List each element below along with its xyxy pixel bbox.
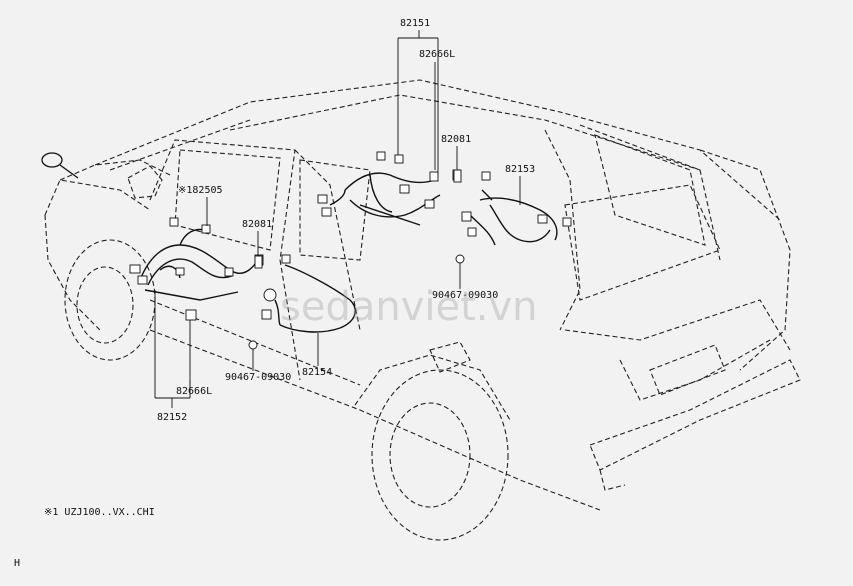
clamp-82081-right — [453, 169, 462, 183]
label-82081-left: 82081 — [242, 219, 272, 230]
label-82154: 82154 — [302, 367, 332, 378]
label-82081-right: 82081 — [441, 134, 471, 145]
footnote: ※1 UZJ100..VX..CHI — [44, 507, 155, 518]
corner-mark: H — [14, 558, 20, 569]
label-82151: 82151 — [400, 18, 430, 29]
antenna-icon — [41, 152, 79, 179]
label-82153: 82153 — [505, 164, 535, 175]
label-182505: ※182505 — [178, 185, 223, 196]
bolt-90467-left — [248, 340, 258, 356]
label-90467-left: 90467-09030 — [225, 372, 291, 383]
wire-harness-82154 — [261, 254, 356, 333]
bolt-90467-right — [455, 254, 465, 270]
wire-harness-82151 — [317, 151, 461, 226]
label-82666l-top: 82666L — [419, 49, 455, 60]
label-90467-right: 90467-09030 — [432, 290, 498, 301]
vehicle-body-outline — [44, 79, 801, 541]
clamp-82081-left — [254, 255, 263, 269]
leader-lines — [154, 30, 521, 408]
label-82666l-bottom: 82666L — [176, 386, 212, 397]
watermark-text: sedanviet.vn — [280, 284, 538, 330]
label-82152: 82152 — [157, 412, 187, 423]
wire-harness-82152 — [129, 217, 264, 321]
wire-harness-82153 — [461, 171, 572, 246]
part-labels: 82151 82666L 82081 82153 ※182505 82081 9… — [157, 18, 535, 423]
